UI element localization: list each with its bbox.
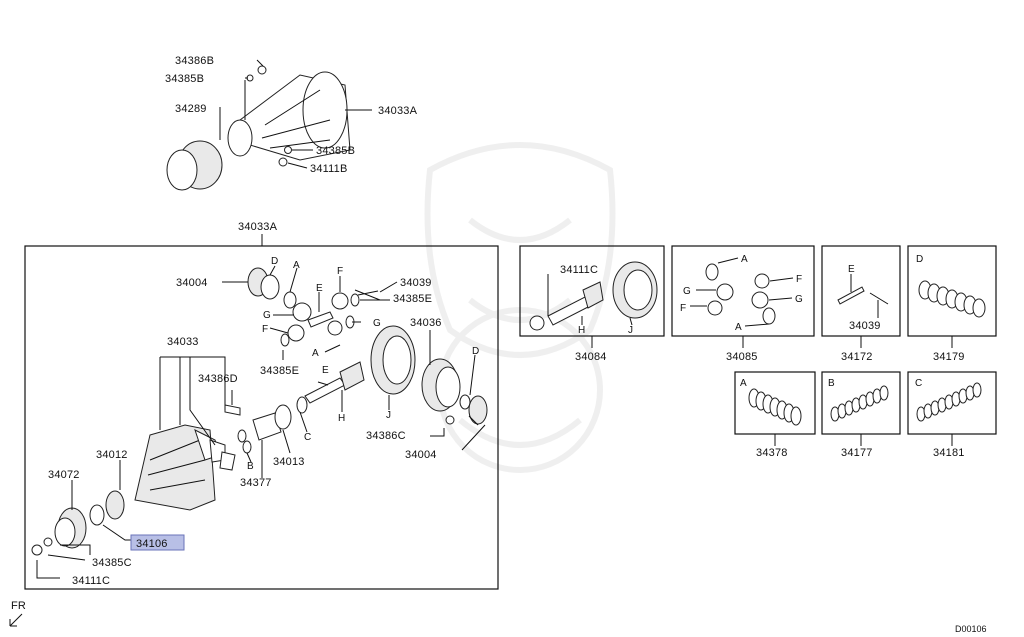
- letter-d-right: D: [472, 346, 479, 357]
- kit-34085-letter-a-top: A: [741, 254, 748, 265]
- kit-34177-part-label[interactable]: 34177: [841, 447, 873, 459]
- letter-c: C: [304, 432, 311, 443]
- main-box-title: 34033A: [238, 221, 278, 233]
- part-label-34004-bottom[interactable]: 34004: [405, 449, 437, 461]
- part-label-34106[interactable]: 34106: [136, 538, 168, 550]
- letter-h: H: [338, 413, 345, 424]
- letter-f-left: F: [262, 324, 268, 335]
- letter-a-top: A: [293, 260, 300, 271]
- highlighted-part-34106[interactable]: 34106: [130, 534, 185, 551]
- highlight-box: [130, 534, 185, 551]
- letter-e-top: E: [316, 283, 323, 294]
- kit-34181-drawing: [916, 382, 982, 422]
- kit-34172-drawing: [837, 274, 889, 318]
- letter-d-top: D: [271, 256, 278, 267]
- part-label-34036[interactable]: 34036: [410, 317, 442, 329]
- kit-34378-letter-a: A: [740, 378, 747, 389]
- part-label-34385c[interactable]: 34385C: [92, 557, 132, 569]
- kit-34179-part-label[interactable]: 34179: [933, 351, 965, 363]
- part-label-34386d[interactable]: 34386D: [198, 373, 238, 385]
- main-box-drawings: [31, 265, 488, 579]
- kit-34181-letter-c: C: [915, 378, 922, 389]
- letter-f-top: F: [337, 266, 343, 277]
- kit-34172-sub-label[interactable]: 34039: [849, 320, 881, 332]
- kit-34084-sub-label[interactable]: 34111C: [560, 264, 598, 276]
- part-label-34039[interactable]: 34039: [400, 277, 432, 289]
- part-label-34033a-top[interactable]: 34033A: [378, 105, 418, 117]
- part-label-34385e-bottom[interactable]: 34385E: [260, 365, 299, 377]
- main-assembly-box: [24, 245, 499, 590]
- kit-34084-letter-j: J: [628, 325, 633, 336]
- letter-g-right: G: [373, 318, 381, 329]
- kit-34172-letter-e: E: [848, 264, 855, 275]
- part-label-34111c-main[interactable]: 34111C: [72, 575, 110, 587]
- part-label-34004-top[interactable]: 34004: [176, 277, 208, 289]
- kit-34085-letter-f-right: F: [796, 274, 802, 285]
- kit-34085-letter-f-left: F: [680, 303, 686, 314]
- kit-34172-part-label[interactable]: 34172: [841, 351, 873, 363]
- diagram-code: D00106: [955, 624, 987, 634]
- kit-34177-drawing: [830, 385, 889, 422]
- kit-34084-drawing: [529, 261, 658, 331]
- letter-e-mid: E: [322, 365, 329, 376]
- part-label-34385b-top[interactable]: 34385B: [165, 73, 204, 85]
- part-label-34111b[interactable]: 34111B: [310, 163, 348, 175]
- part-label-34385b-bottom[interactable]: 34385B: [316, 145, 355, 157]
- kit-34085-drawing: [690, 257, 794, 327]
- kit-34085-letter-g-left: G: [683, 286, 691, 297]
- part-label-34385e-top[interactable]: 34385E: [393, 293, 432, 305]
- kit-34085-letter-g-right: G: [795, 294, 803, 305]
- kit-34085-part-label[interactable]: 34085: [726, 351, 758, 363]
- letter-j: J: [386, 410, 391, 421]
- part-label-34386c[interactable]: 34386C: [366, 430, 406, 442]
- letter-g-left: G: [263, 310, 271, 321]
- kit-34378-drawing: [748, 388, 802, 426]
- fr-arrow-icon: [9, 613, 23, 627]
- part-label-34386b[interactable]: 34386B: [175, 55, 214, 67]
- kit-34085-letter-a-bottom: A: [735, 322, 742, 333]
- kit-34177-letter-b: B: [828, 378, 835, 389]
- part-label-34072[interactable]: 34072: [48, 469, 80, 481]
- part-label-34012[interactable]: 34012: [96, 449, 128, 461]
- kit-34179-drawing: [918, 280, 986, 318]
- front-direction-indicator: FR: [9, 600, 26, 627]
- part-label-34377[interactable]: 34377: [240, 477, 272, 489]
- kit-34084-letter-h: H: [578, 325, 585, 336]
- part-label-34013[interactable]: 34013: [273, 456, 305, 468]
- part-label-34289[interactable]: 34289: [175, 103, 207, 115]
- kit-34378-part-label[interactable]: 34378: [756, 447, 788, 459]
- ring-gear-flange: [302, 71, 348, 149]
- part-label-34033[interactable]: 34033: [167, 336, 199, 348]
- kit-34181-part-label[interactable]: 34181: [933, 447, 965, 459]
- top-assembly: [166, 59, 372, 191]
- letter-a-mid: A: [312, 348, 319, 359]
- kit-34179-letter-d: D: [916, 254, 923, 265]
- letter-b: B: [247, 461, 254, 472]
- kit-34084-part-label[interactable]: 34084: [575, 351, 607, 363]
- fr-label: FR: [11, 600, 26, 612]
